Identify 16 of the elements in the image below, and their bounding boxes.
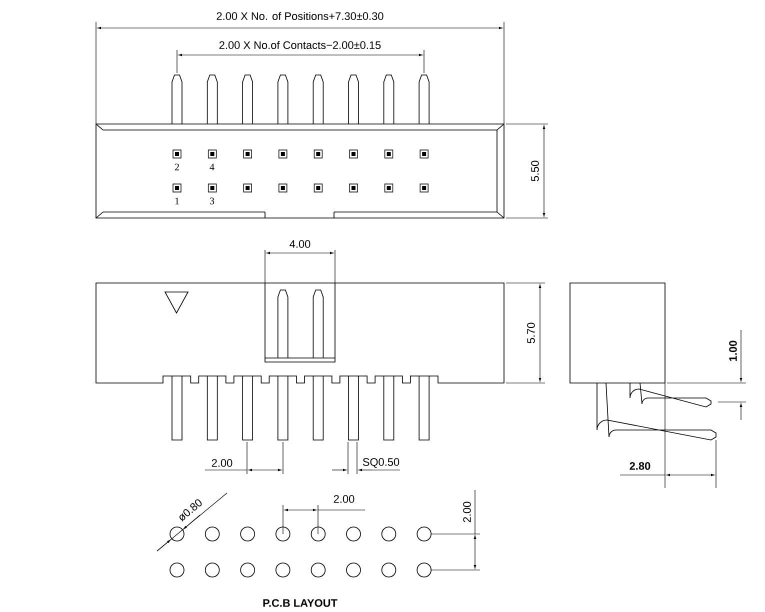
- dimension-label: 5.50: [531, 160, 539, 182]
- dimension-label: 1.00: [729, 340, 737, 361]
- dimension-label: 4.00: [290, 240, 310, 248]
- pin-number: 1: [175, 198, 179, 204]
- dimension-label: SQ0.50: [362, 458, 400, 468]
- dimension-label: 2.00: [212, 459, 232, 467]
- pin-number: 4: [210, 164, 214, 170]
- pin-number: 3: [210, 198, 214, 204]
- layout-title: P.C.B LAYOUT: [263, 599, 338, 607]
- dimension-label: 2.00 X No. of Positions+7.30±0.30: [216, 12, 384, 20]
- dimension-label: 2.80: [630, 462, 650, 470]
- dimension-label: 2.00: [334, 495, 354, 503]
- pin-number: 2: [174, 164, 179, 170]
- dimension-label: 2.00 X No.of Contacts−2.00±0.15: [219, 40, 381, 50]
- dimension-label: 5.70: [527, 322, 535, 344]
- dimension-label: 2.00: [463, 502, 471, 522]
